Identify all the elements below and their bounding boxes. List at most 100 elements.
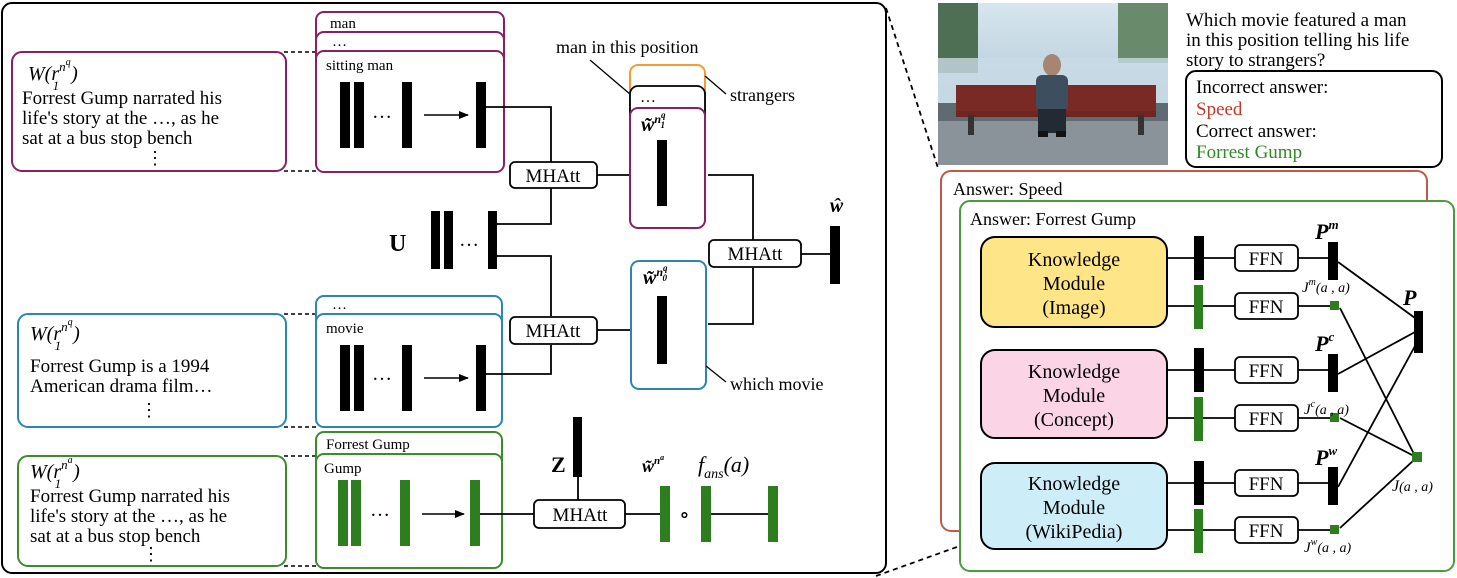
svg-text:Which movie featured a man: Which movie featured a man	[1186, 10, 1407, 31]
svg-text:…: …	[332, 297, 347, 313]
svg-text:sitting man: sitting man	[326, 58, 394, 74]
label-strangers: strangers	[704, 75, 795, 105]
svg-text:…: …	[640, 89, 656, 106]
svg-text:life's story at the …, as he: life's story at the …, as he	[22, 108, 219, 129]
svg-text:…: …	[459, 229, 479, 251]
svg-text:Z: Z	[551, 452, 566, 477]
svg-text:…: …	[370, 499, 390, 521]
svg-text:FFN: FFN	[1249, 474, 1284, 495]
ffn-wiki-p: FFN	[1234, 469, 1299, 497]
svg-text:P: P	[1402, 285, 1417, 310]
mhatt-top: MHAtt	[509, 161, 598, 189]
answers-box: Incorrect answer: Speed Correct answer: …	[1185, 70, 1443, 168]
knowledge-module-image: Knowledge Module (Image)	[980, 236, 1168, 328]
svg-text:FFN: FFN	[1249, 361, 1284, 382]
svg-text:Module: Module	[1043, 497, 1105, 519]
connector-lines-left	[486, 106, 830, 375]
svg-text:⋮: ⋮	[146, 148, 164, 168]
ffn-image-p: FFN	[1234, 244, 1299, 272]
p-final: P	[1402, 285, 1423, 353]
svg-text:ŵ: ŵ	[829, 195, 844, 217]
svg-text:(Concept): (Concept)	[1034, 409, 1114, 431]
z-vector: Z	[551, 417, 582, 500]
svg-text:Knowledge: Knowledge	[1028, 249, 1120, 271]
svg-text:Forrest Gump is a 1994: Forrest Gump is a 1994	[30, 356, 210, 377]
svg-text:sat at a bus stop bench: sat at a bus stop bench	[30, 526, 201, 547]
svg-text:Knowledge: Knowledge	[1028, 361, 1120, 383]
svg-text:MHAtt: MHAtt	[526, 166, 582, 187]
w-hat-vector: ŵ	[829, 195, 844, 284]
svg-text:FFN: FFN	[1249, 249, 1284, 270]
svg-text:⋮: ⋮	[142, 544, 160, 564]
bench-photo-drawing	[938, 3, 1168, 165]
svg-text:Incorrect answer:: Incorrect answer:	[1196, 77, 1328, 98]
svg-text:man: man	[330, 16, 356, 32]
svg-text:fans(a): fans(a)	[698, 452, 749, 482]
svg-text:Knowledge: Knowledge	[1028, 473, 1120, 495]
knowledge-module-concept: Knowledge Module (Concept)	[980, 349, 1168, 439]
j-image: Jm(a , a)	[1302, 277, 1350, 310]
ffn-concept-p: FFN	[1234, 356, 1299, 384]
svg-text:Jm(a , a): Jm(a , a)	[1302, 277, 1350, 296]
j-concept: Jc(a , a)	[1304, 399, 1349, 422]
svg-text:sat at a bus stop bench: sat at a bus stop bench	[22, 128, 193, 149]
svg-text:Gump: Gump	[324, 461, 362, 477]
svg-text:MHAtt: MHAtt	[526, 321, 582, 342]
answer-embedding: w̃na ∘ fans(a)	[642, 452, 778, 542]
u-matrix: U …	[389, 211, 497, 269]
knowledge-module-wikipedia: Knowledge Module (WikiPedia)	[980, 462, 1168, 550]
svg-text:Forrest Gump narrated his: Forrest Gump narrated his	[22, 88, 222, 109]
svg-text:Forrest Gump narrated his: Forrest Gump narrated his	[30, 486, 230, 507]
mhatt-merge: MHAtt	[708, 239, 802, 268]
module-output-bars	[1194, 236, 1204, 553]
svg-text:(WikiPedia): (WikiPedia)	[1026, 521, 1123, 543]
svg-text:FFN: FFN	[1249, 297, 1284, 318]
svg-text:man in this position: man in this position	[556, 37, 699, 57]
svg-text:Answer: Speed: Answer: Speed	[953, 179, 1062, 199]
svg-text:w̃nq0: w̃nq0	[643, 263, 668, 289]
module-wires	[1167, 257, 1416, 531]
svg-text:Answer: Forrest Gump: Answer: Forrest Gump	[970, 209, 1136, 229]
svg-text:Forrest Gump: Forrest Gump	[326, 437, 410, 453]
svg-text:(Image): (Image)	[1042, 297, 1105, 319]
ffn-wiki-j: FFN	[1234, 516, 1299, 544]
question-text: Which movie featured a man in this posit…	[1186, 10, 1409, 71]
svg-text:Module: Module	[1043, 273, 1105, 295]
p-concept: Pc	[1314, 329, 1338, 392]
svg-text:…: …	[372, 101, 392, 123]
p-wiki: Pw	[1314, 443, 1338, 505]
svg-text:Jc(a , a): Jc(a , a)	[1304, 399, 1349, 418]
j-wiki: Jw(a , a)	[1304, 525, 1352, 556]
svg-text:life's story at the …, as he: life's story at the …, as he	[30, 506, 227, 527]
blue-embedding-stack: … movie …	[315, 295, 503, 428]
svg-text:w̃na: w̃na	[642, 453, 664, 476]
svg-text:Jw(a , a): Jw(a , a)	[1304, 537, 1352, 556]
svg-text:MHAtt: MHAtt	[728, 244, 784, 265]
svg-text:in this position telling his l: in this position telling his life	[1186, 30, 1409, 51]
svg-text:Pw: Pw	[1314, 443, 1337, 470]
mhatt-bottom: MHAtt	[509, 316, 598, 345]
green-embedding-stack: Forrest Gump Gump …	[315, 431, 503, 569]
svg-text:Pm: Pm	[1314, 217, 1339, 244]
svg-text:movie: movie	[326, 321, 364, 337]
svg-text:⋮: ⋮	[140, 400, 158, 420]
j-final: J(a , a)	[1392, 452, 1433, 495]
svg-text:FFN: FFN	[1249, 409, 1284, 430]
mhatt-answer: MHAtt	[533, 499, 626, 529]
svg-text:U: U	[389, 231, 406, 257]
svg-text:∘: ∘	[679, 502, 690, 527]
svg-text:Forrest Gump: Forrest Gump	[1196, 142, 1302, 163]
left-panel-frame	[1, 2, 887, 574]
ffn-concept-j: FFN	[1234, 404, 1299, 432]
svg-text:story to strangers?: story to strangers?	[1186, 50, 1325, 71]
svg-text:which movie: which movie	[730, 374, 823, 394]
p-image: Pm	[1314, 217, 1339, 280]
svg-text:American drama film…: American drama film…	[30, 376, 213, 397]
ffn-image-j: FFN	[1234, 292, 1299, 320]
